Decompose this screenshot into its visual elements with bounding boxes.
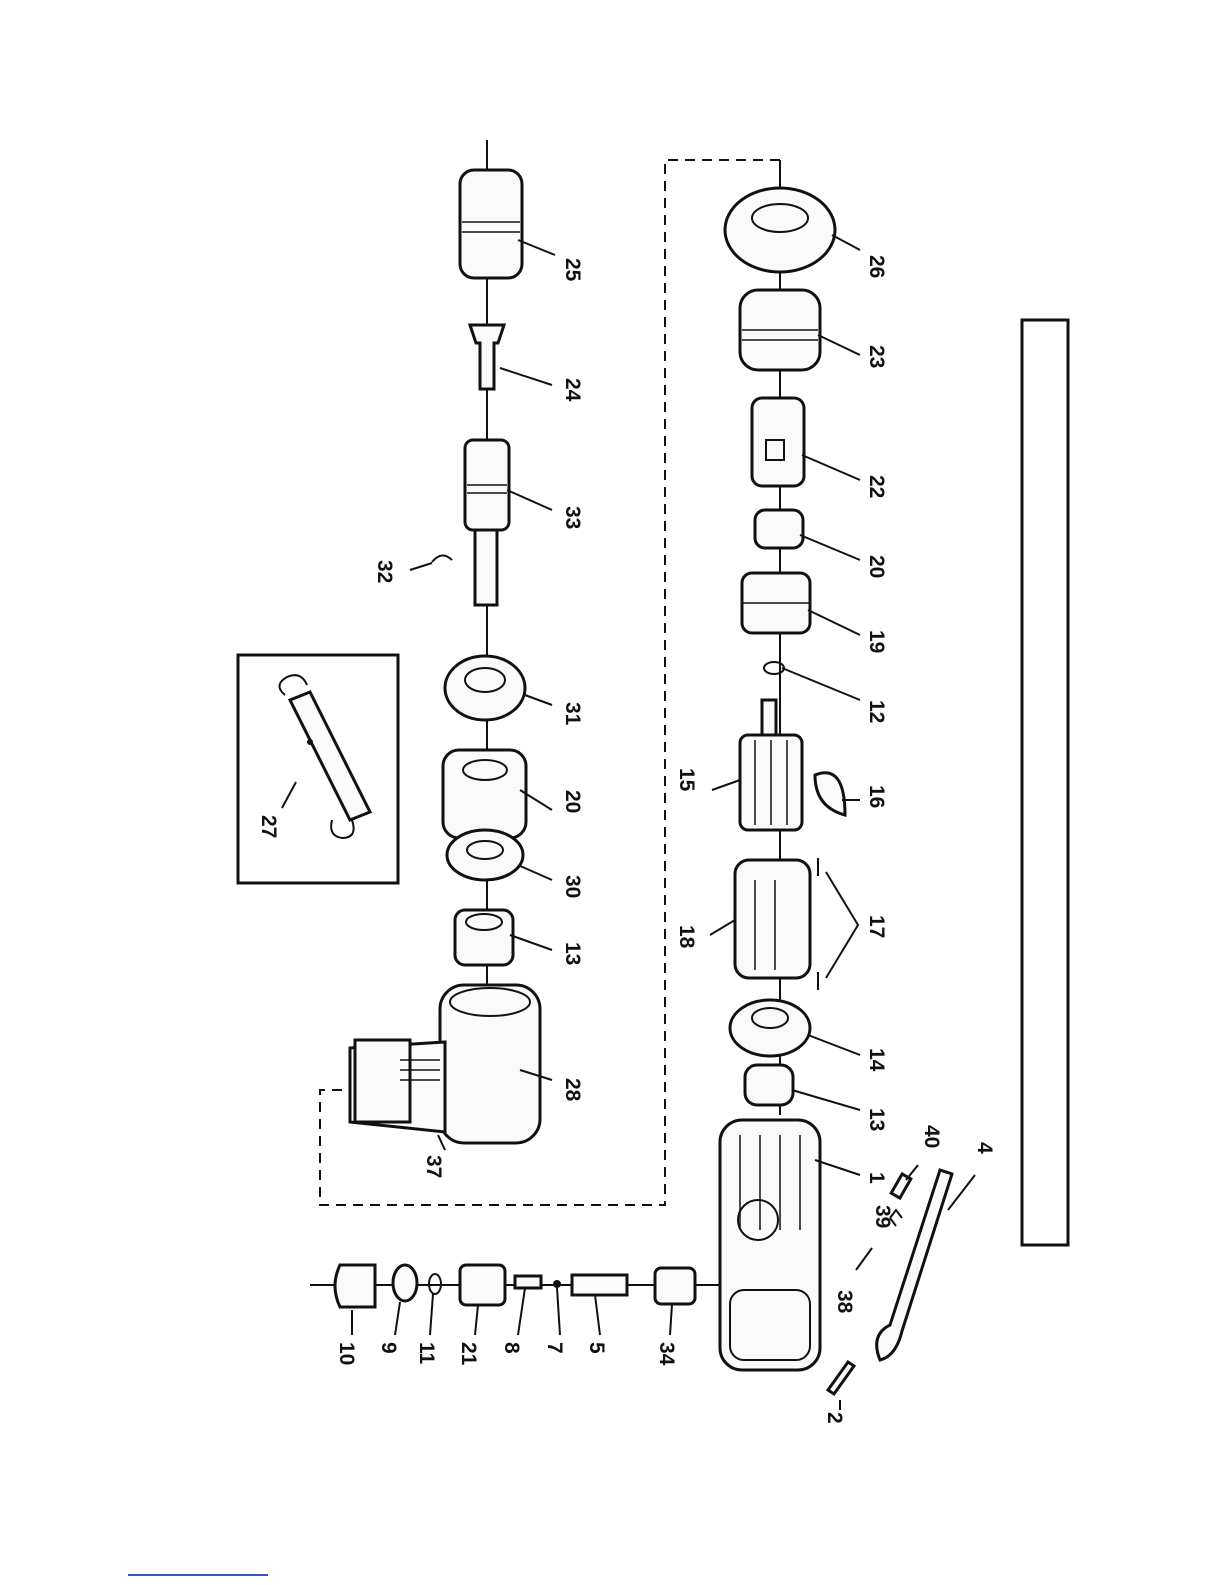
label-33: 33 [561, 506, 584, 529]
label-1: 1 [865, 1172, 888, 1184]
label-20b: 20 [865, 555, 888, 578]
part-20b-shape [755, 510, 803, 548]
label-22: 22 [865, 475, 888, 498]
part-10-shape [335, 1265, 375, 1307]
label-5: 5 [585, 1342, 608, 1354]
label-32: 32 [373, 560, 396, 583]
wrench-inset [238, 655, 398, 883]
label-7: 7 [543, 1342, 566, 1354]
part-8-shape [515, 1276, 541, 1288]
label-13a: 13 [561, 942, 584, 965]
label-19: 19 [865, 630, 888, 653]
part-labels: 25 24 33 32 31 20 30 13 28 37 10 9 11 21… [257, 255, 996, 1424]
label-21: 21 [457, 1342, 480, 1366]
part-31-shape [445, 656, 525, 720]
part-20a-shape [443, 750, 526, 838]
part-34-shape [655, 1268, 695, 1304]
label-2: 2 [823, 1412, 846, 1424]
part-4-shape [877, 1170, 952, 1360]
label-37: 37 [422, 1155, 445, 1178]
label-38: 38 [833, 1290, 856, 1314]
label-13b: 13 [865, 1108, 888, 1131]
part-13b-shape [745, 1065, 793, 1105]
part-28-shape [350, 985, 540, 1143]
part-19-shape [742, 573, 810, 633]
part-32-shape [432, 555, 452, 562]
label-18: 18 [675, 925, 698, 949]
label-30: 30 [561, 875, 584, 898]
label-28: 28 [561, 1078, 584, 1102]
label-15: 15 [675, 768, 698, 792]
label-12: 12 [865, 700, 888, 723]
label-17: 17 [865, 915, 888, 938]
label-24: 24 [561, 378, 584, 402]
part-18-shape [735, 860, 810, 978]
label-16: 16 [865, 785, 888, 808]
label-8: 8 [500, 1342, 523, 1354]
part-7-shape [553, 1280, 561, 1288]
part-2-shape [828, 1362, 854, 1394]
part-21-shape [460, 1265, 505, 1305]
label-31: 31 [561, 702, 584, 726]
label-39: 39 [871, 1205, 894, 1228]
part-13a-shape [455, 910, 513, 965]
part-5-shape [572, 1275, 627, 1295]
label-34: 34 [655, 1342, 678, 1366]
label-20a: 20 [561, 790, 584, 813]
part-25-shape [460, 170, 522, 278]
part-9-shape [393, 1265, 417, 1301]
part-1-shape [720, 1120, 820, 1370]
label-9: 9 [377, 1342, 400, 1354]
label-10: 10 [335, 1342, 358, 1365]
label-25: 25 [561, 258, 584, 282]
label-4: 4 [973, 1142, 996, 1154]
part-38-shape [856, 1248, 872, 1270]
part-24-shape [470, 325, 504, 389]
label-14: 14 [865, 1048, 888, 1072]
part-22-shape [752, 398, 804, 486]
part-23-shape [740, 290, 820, 370]
label-11: 11 [415, 1342, 438, 1365]
part-26-shape [725, 188, 835, 272]
part-14-shape [730, 1000, 810, 1056]
part-33-shape [465, 440, 509, 605]
part-16-shape [815, 773, 845, 815]
footer-link-underline[interactable] [128, 1574, 268, 1576]
label-27: 27 [257, 815, 280, 838]
part-15-shape [740, 700, 802, 830]
label-23: 23 [865, 345, 888, 368]
side-label-box [1022, 320, 1068, 1245]
label-26: 26 [865, 255, 888, 278]
part-30-shape [447, 830, 523, 880]
label-40: 40 [920, 1125, 943, 1148]
